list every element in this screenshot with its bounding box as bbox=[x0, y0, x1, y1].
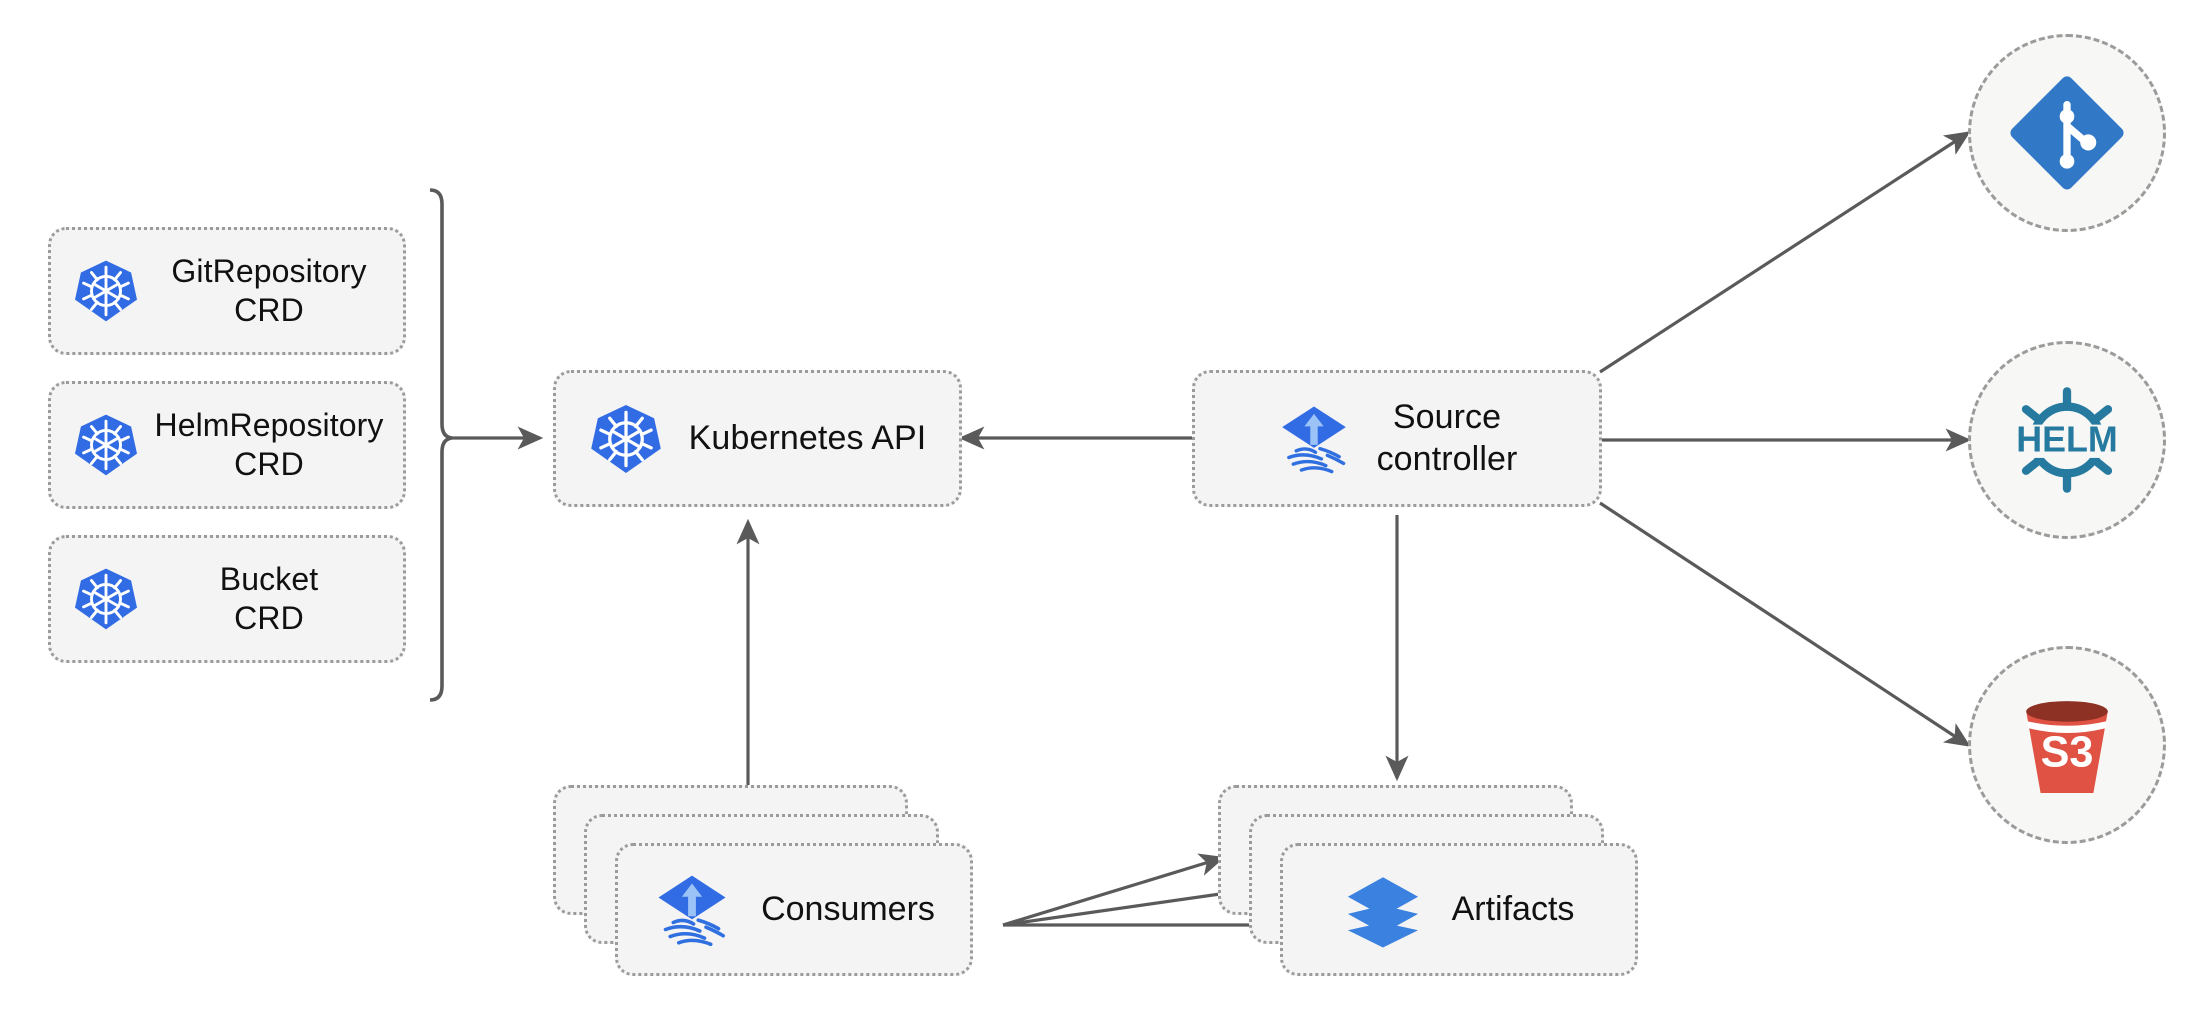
helm-icon: HELM bbox=[2003, 376, 2131, 504]
node-label: Kubernetes API bbox=[688, 418, 927, 457]
s3-icon: S3 bbox=[2007, 685, 2127, 805]
s3-label: S3 bbox=[2041, 729, 2094, 777]
edge-consumers-to-artifacts-2 bbox=[1002, 881, 1252, 927]
node-label: Source controller bbox=[1376, 398, 1518, 478]
node-bucket-crd[interactable]: Bucket CRD bbox=[48, 535, 406, 663]
crd-group-bracket bbox=[429, 188, 453, 702]
edge-source-to-s3 bbox=[1599, 501, 1971, 747]
node-source-controller[interactable]: Source controller bbox=[1192, 370, 1602, 507]
artifacts-sheet-front[interactable]: Artifacts bbox=[1280, 843, 1638, 976]
node-label: HelmRepository CRD bbox=[154, 406, 384, 482]
node-artifacts[interactable]: Artifacts bbox=[1218, 785, 1638, 1000]
target-helm-circle[interactable]: HELM bbox=[1968, 341, 2166, 539]
kubernetes-icon bbox=[73, 258, 139, 324]
node-label: Bucket CRD bbox=[219, 560, 319, 636]
kubernetes-icon bbox=[73, 566, 139, 632]
flux-icon bbox=[1277, 402, 1351, 476]
edge-source-to-git bbox=[1599, 131, 1971, 374]
layers-icon bbox=[1344, 871, 1422, 949]
kubernetes-icon bbox=[589, 402, 663, 476]
node-label: GitRepository CRD bbox=[171, 252, 367, 328]
node-label: Artifacts bbox=[1451, 890, 1575, 929]
target-git-circle[interactable] bbox=[1968, 34, 2166, 232]
flux-icon bbox=[653, 871, 731, 949]
target-s3-circle[interactable]: S3 bbox=[1968, 646, 2166, 844]
git-icon bbox=[2008, 74, 2126, 192]
node-label: Consumers bbox=[761, 890, 935, 929]
node-gitrepository-crd[interactable]: GitRepository CRD bbox=[48, 227, 406, 355]
edge-consumers-to-artifacts-1 bbox=[1002, 853, 1226, 927]
consumers-sheet-front[interactable]: Consumers bbox=[615, 843, 973, 976]
node-consumers[interactable]: Consumers bbox=[553, 785, 973, 1000]
kubernetes-icon bbox=[73, 412, 139, 478]
node-helmrepository-crd[interactable]: HelmRepository CRD bbox=[48, 381, 406, 509]
helm-label: HELM bbox=[2016, 420, 2118, 460]
node-kubernetes-api[interactable]: Kubernetes API bbox=[553, 370, 962, 507]
